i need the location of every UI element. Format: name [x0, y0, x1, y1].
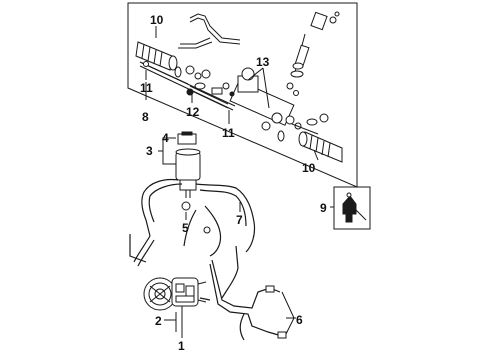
callout-1: 1: [178, 339, 185, 353]
power-steering-hoses: [129, 178, 287, 341]
callout-10-upper: 10: [150, 13, 164, 27]
callout-9: 9: [320, 201, 327, 215]
callout-4: 4: [162, 131, 169, 145]
callout-2: 2: [155, 314, 162, 328]
callout-labels: 10 11 8 12 11 13 10 4 3 5 7 9 6 2 1: [140, 13, 327, 353]
rack-small-parts: [174, 65, 235, 97]
power-steering-reservoir: [175, 148, 201, 198]
pinion-valve-assembly: [286, 11, 340, 126]
callout-10-lower: 10: [302, 161, 316, 175]
callout-13: 13: [256, 55, 270, 69]
callout-3: 3: [146, 144, 153, 158]
boot-left: [135, 41, 178, 71]
callout-11-right: 11: [222, 126, 235, 140]
reservoir-cap: [177, 131, 197, 145]
tie-rod-end-inset: [333, 186, 371, 230]
boot-right: [277, 130, 343, 163]
callout-8: 8: [142, 110, 149, 124]
callout-11-left: 11: [140, 81, 153, 95]
rack-hydraulic-lines: [178, 13, 241, 49]
tie-rods: [141, 61, 229, 109]
callout-7: 7: [236, 213, 243, 227]
power-steering-pump: [143, 277, 207, 311]
callout-5: 5: [182, 221, 189, 235]
leader-lines: [145, 26, 334, 338]
callout-12: 12: [186, 105, 200, 119]
callout-6: 6: [296, 313, 303, 327]
